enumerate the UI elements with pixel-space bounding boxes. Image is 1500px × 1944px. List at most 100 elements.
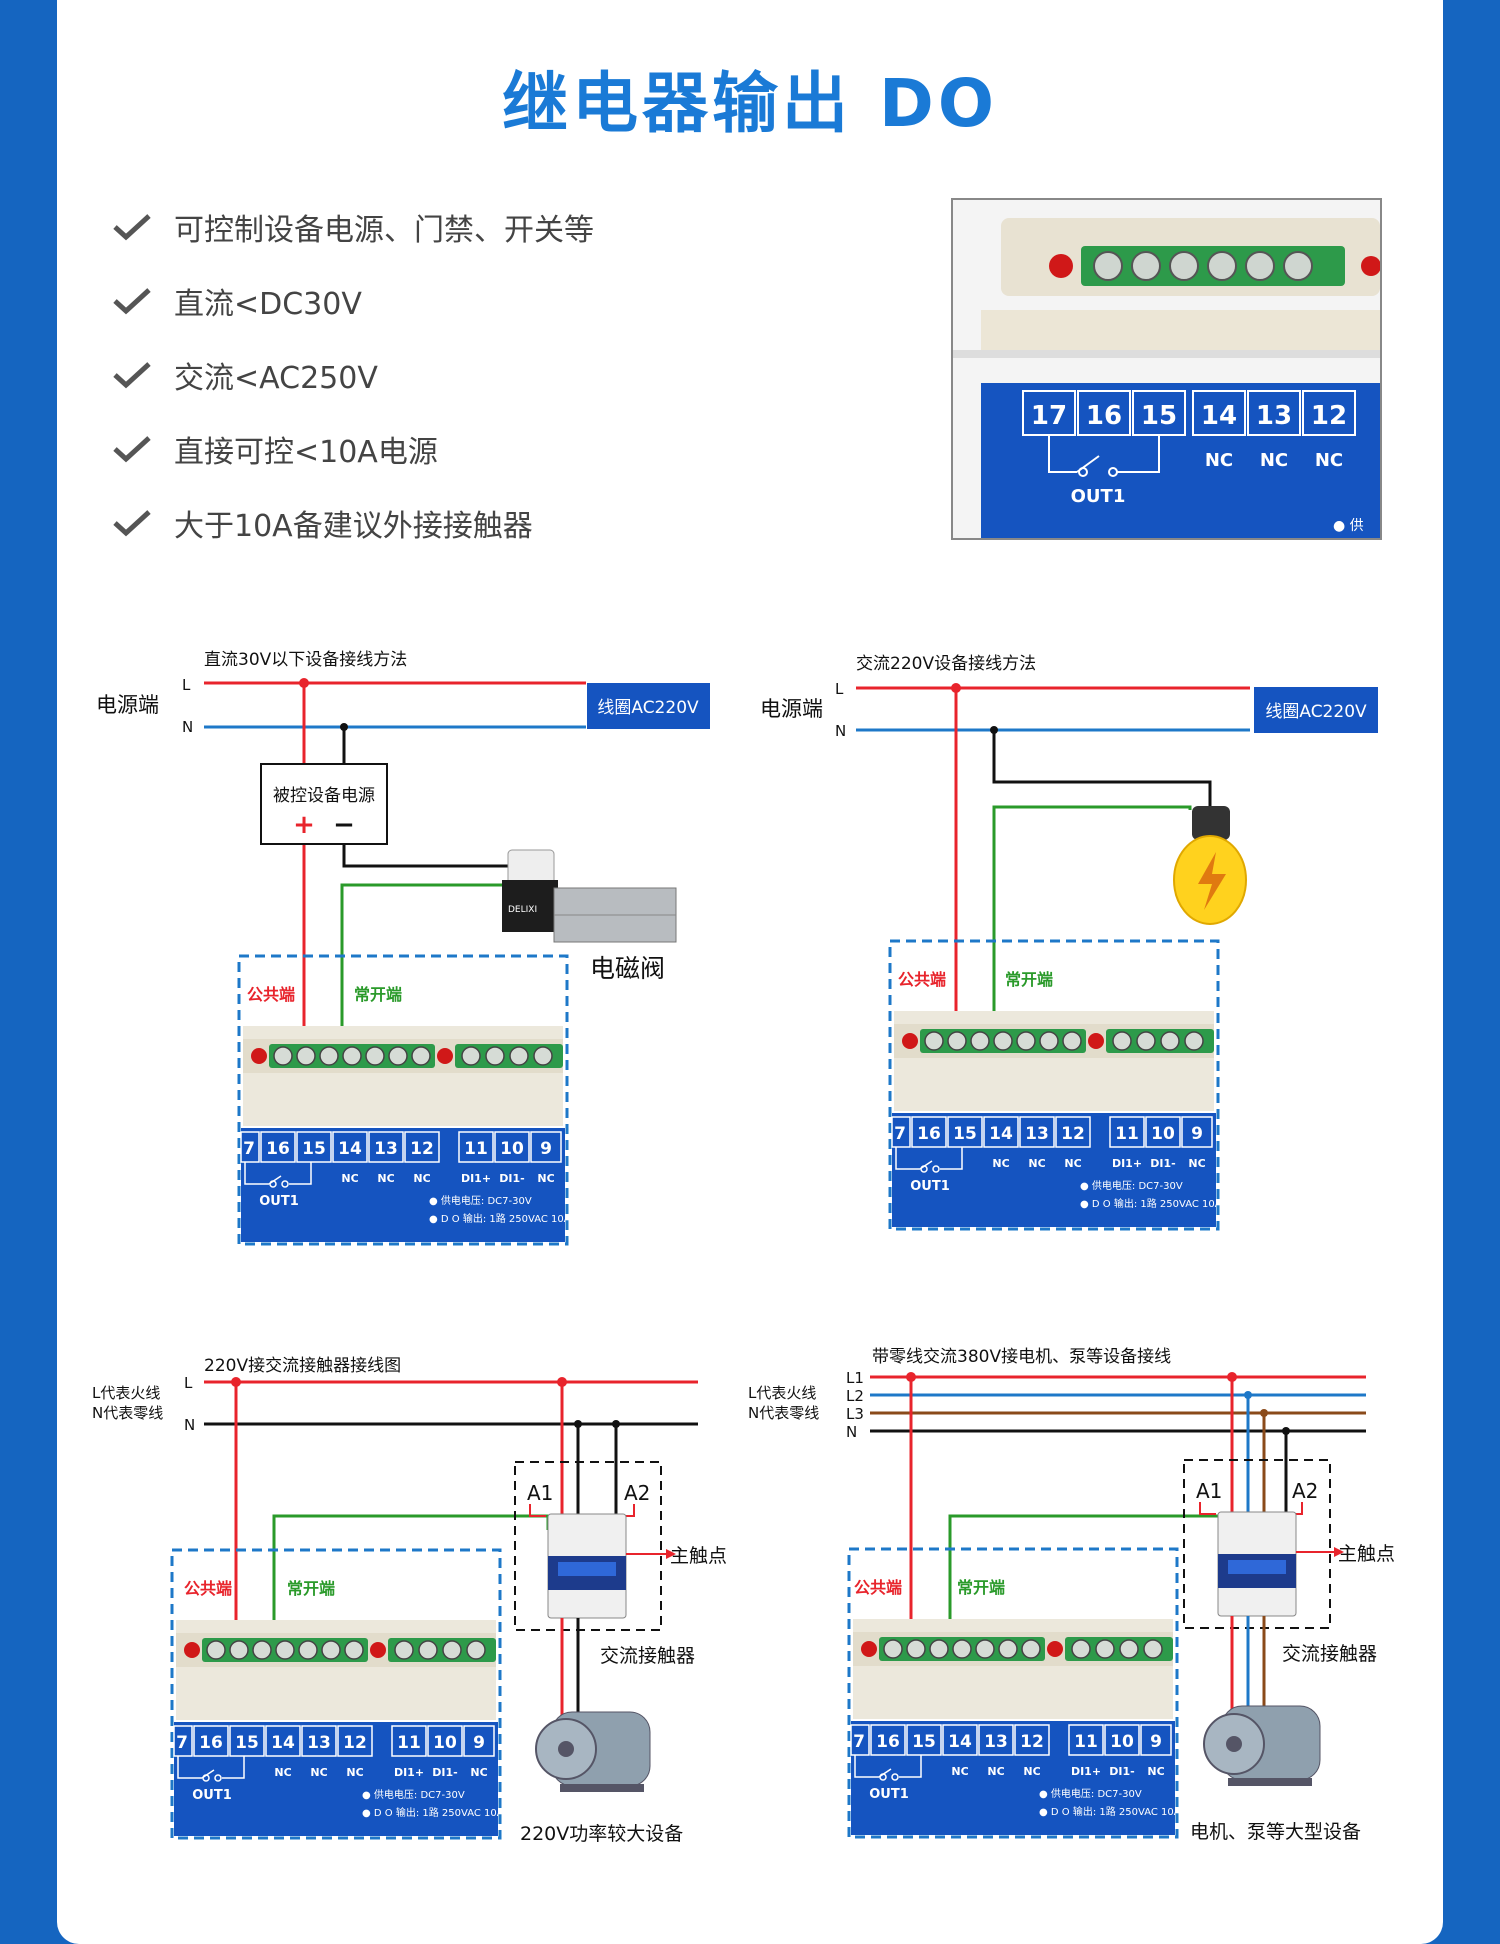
spec-output: ● D O 输出: 1路 250VAC 10A (1039, 1805, 1181, 1818)
terminal-label: 9 (473, 1733, 485, 1753)
a1-label: A1 (1196, 1479, 1222, 1503)
sub-label: DI1+ (1071, 1765, 1101, 1778)
sub-label: NC (346, 1766, 363, 1779)
line-n-label: N (184, 1416, 195, 1434)
diagram-title: 带零线交流380V接电机、泵等设备接线 (872, 1347, 1171, 1367)
light-bulb-icon (1173, 806, 1247, 925)
normally-open-label: 常开端 (1005, 970, 1053, 989)
feature-item: 可控制设备电源、门禁、开关等 (112, 190, 594, 264)
check-icon (113, 436, 151, 463)
sub-label: DI1- (1109, 1765, 1134, 1778)
psu-plus: + (293, 810, 315, 840)
common-label: 公共端 (247, 985, 295, 1004)
terminal-label: 11 (1115, 1124, 1139, 1144)
terminal-label: 16 (917, 1124, 941, 1144)
sub-label: NC (1028, 1157, 1045, 1170)
sub-label: NC (377, 1172, 394, 1185)
feature-item: 直流<DC30V (112, 264, 594, 338)
contactor-icon (1217, 1511, 1297, 1617)
sub-label: NC (1147, 1765, 1164, 1778)
terminal-label: 13 (1025, 1124, 1049, 1144)
spec-output: ● D O 输出: 1路 250VAC 10A (1080, 1197, 1222, 1210)
terminal-label: 13 (984, 1732, 1008, 1752)
check-icon (113, 510, 151, 537)
sub-label: NC (341, 1172, 358, 1185)
relay-module: 7 16 15 14 13 12 11 10 9 NC NC NC DI1+ D… (170, 1548, 504, 1840)
line-n-label: N (835, 722, 846, 740)
out-label: OUT1 (192, 1788, 232, 1803)
motor-icon (535, 1711, 651, 1792)
terminal-label: 17 (1031, 401, 1067, 431)
terminal-label: 15 (953, 1124, 977, 1144)
sub-label: DI1- (432, 1766, 457, 1779)
terminal-label: 7 (894, 1124, 906, 1144)
terminal-label: 14 (1201, 401, 1237, 431)
sub-label: NC (537, 1172, 554, 1185)
terminal-label: 16 (876, 1732, 900, 1752)
line-label: L3 (846, 1405, 864, 1423)
terminal-label: 13 (307, 1733, 331, 1753)
spec-voltage: ● 供电电压: DC7-30V (362, 1788, 465, 1801)
line-label: L2 (846, 1387, 864, 1405)
contactor-label: 交流接触器 (1282, 1643, 1377, 1665)
sub-label: NC (987, 1765, 1004, 1778)
out-label: OUT1 (1071, 486, 1126, 507)
feature-text: 直接可控<10A电源 (174, 435, 438, 470)
terminal-label: 16 (266, 1139, 290, 1159)
spec-voltage: ● 供电电压: DC7-30V (1080, 1179, 1183, 1192)
line-l-label: L (184, 1374, 193, 1392)
main-contact-label: 主触点 (1338, 1543, 1395, 1565)
sub-label: NC (1064, 1157, 1081, 1170)
terminal-label: 16 (1086, 401, 1122, 431)
common-label: 公共端 (184, 1579, 232, 1598)
a2-label: A2 (1292, 1479, 1318, 1503)
page-title: 继电器输出 DO (502, 65, 998, 142)
sub-label: DI1- (1150, 1157, 1175, 1170)
power-label: 电源端 (96, 693, 159, 717)
sub-label: NC (951, 1765, 968, 1778)
out-label: OUT1 (869, 1787, 909, 1802)
out-label: OUT1 (259, 1194, 299, 1209)
terminal-label: 15 (302, 1139, 326, 1159)
sub-label: NC (470, 1766, 487, 1779)
spec-voltage: ● 供电电压: DC7-30V (1039, 1787, 1142, 1800)
sub-label: DI1+ (394, 1766, 424, 1779)
feature-text: 交流<AC250V (174, 361, 378, 396)
diagram-380v-motor: 带零线交流380V接电机、泵等设备接线 L代表火线 N代表零线 L1 L2 L3… (748, 1347, 1395, 1843)
line-label: N (846, 1423, 857, 1441)
terminal-label: 10 (500, 1139, 524, 1159)
device-label: 电机、泵等大型设备 (1190, 1821, 1361, 1843)
main-contact-label: 主触点 (670, 1545, 727, 1567)
sub-label: DI1+ (1112, 1157, 1142, 1170)
psu-minus: − (333, 810, 355, 840)
terminal-label: 10 (1110, 1732, 1134, 1752)
line-l-label: L (182, 676, 191, 694)
terminal-label: 14 (338, 1139, 362, 1159)
contactor-icon (547, 1513, 627, 1619)
sub-label: NC (310, 1766, 327, 1779)
sub-label: NC (274, 1766, 291, 1779)
feature-item: 交流<AC250V (112, 338, 594, 412)
legend-n: N代表零线 (92, 1404, 163, 1422)
a2-label: A2 (624, 1481, 650, 1505)
contactor-label: 交流接触器 (600, 1645, 695, 1667)
terminal-label: 16 (199, 1733, 223, 1753)
nc-label: NC (1315, 450, 1343, 471)
out-label: OUT1 (910, 1179, 950, 1194)
terminal-label: 11 (464, 1139, 488, 1159)
diagram-title: 220V接交流接触器接线图 (204, 1356, 401, 1376)
terminal-label: 7 (176, 1733, 188, 1753)
line-label: L1 (846, 1369, 864, 1387)
spec-output: ● D O 输出: 1路 250VAC 10A (429, 1212, 571, 1225)
terminal-label: 14 (271, 1733, 295, 1753)
check-icon (113, 362, 151, 389)
sub-label: NC (413, 1172, 430, 1185)
terminal-label: 13 (374, 1139, 398, 1159)
terminal-label: 12 (1311, 401, 1347, 431)
feature-list: 可控制设备电源、门禁、开关等 直流<DC30V 交流<AC250V 直接可控<1… (112, 190, 594, 560)
relay-photo: 17 16 15 14 13 12 NC NC NC OUT1 ● 供 (951, 198, 1382, 540)
device-label: 220V功率较大设备 (520, 1823, 683, 1845)
terminal-label: 12 (1061, 1124, 1085, 1144)
legend-l: L代表火线 (92, 1384, 160, 1402)
diagram-ac220v: 交流220V设备接线方法 电源端 L N 线圈AC220V 7 16 15 14… (760, 654, 1378, 1231)
